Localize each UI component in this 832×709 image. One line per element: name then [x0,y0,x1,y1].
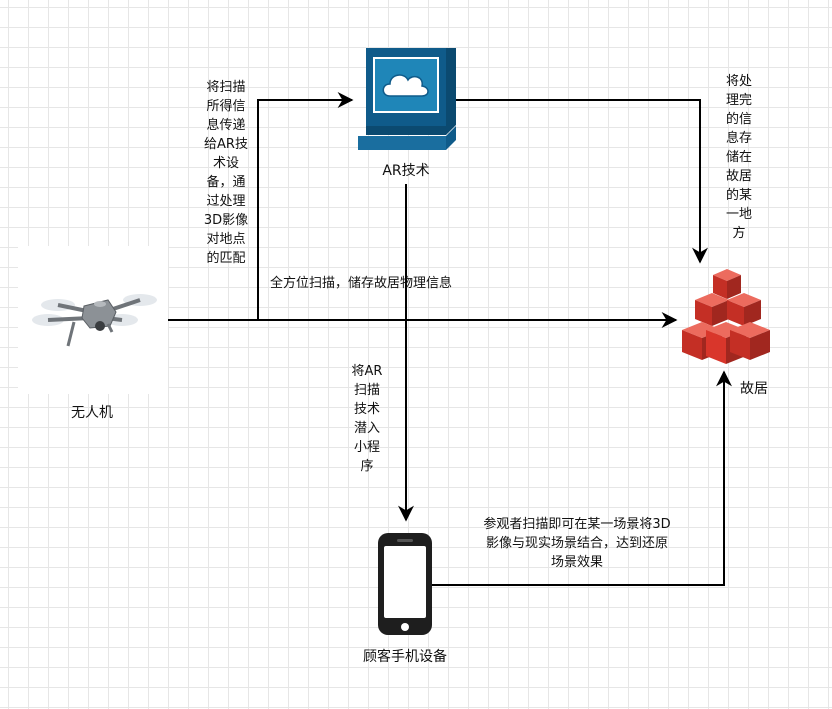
ar-monitor-icon[interactable] [358,48,456,150]
edge-label-drone-to-ar: 将扫描 所得信 息传递 给AR技 术设 备，通 过处理 3D影像 对地点 的匹配 [203,80,249,266]
drone-node-label: 无人机 [71,405,113,421]
drone-icon[interactable] [32,294,157,347]
phone-icon[interactable] [378,533,432,635]
edge-label-ar-to-phone: 将AR 扫描 技术 潜入 小程 序 [351,364,383,474]
edge-ar-to-palace[interactable] [456,99,708,264]
edge-label-ar-to-palace: 将处 理完 的信 息存 储在 故居 的某 一地 方 [725,74,752,241]
palace-node-label: 故居 [740,381,768,397]
palace-icon[interactable] [682,269,770,364]
edge-label-drone-to-palace: 全方位扫描，储存故居物理信息 [270,276,453,291]
phone-node-label: 顾客手机设备 [363,649,447,665]
ar-node-label: AR技术 [382,163,430,179]
edge-label-phone-to-palace: 参观者扫描即可在某一场景将3D 影像与现实场景结合，达到还原 场景效果 [483,517,671,570]
edge-drone-to-ar[interactable] [257,92,354,320]
edge-phone-to-palace[interactable] [432,370,732,586]
